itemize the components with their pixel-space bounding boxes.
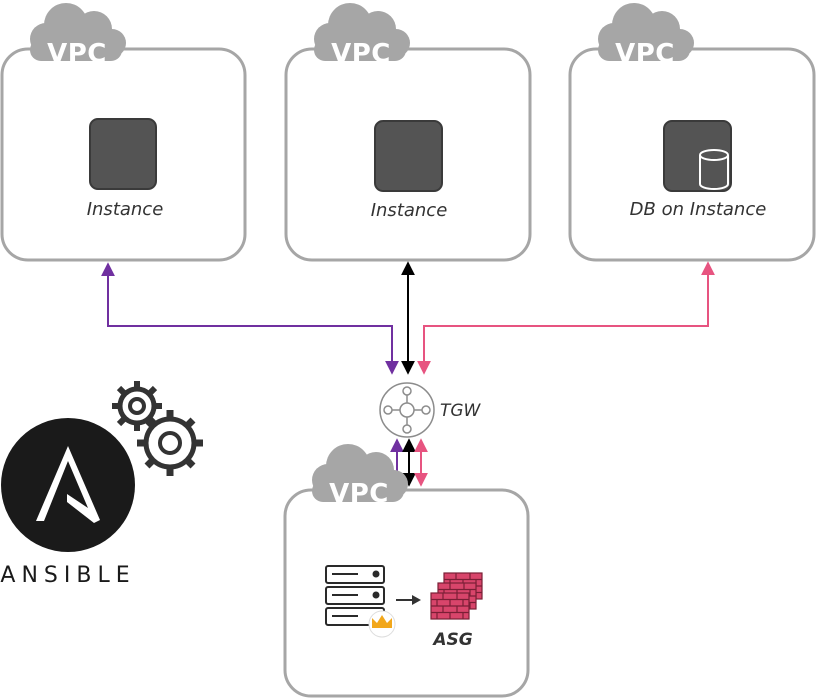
crown-icon	[368, 610, 396, 638]
vpc-center: VPC Instance	[284, 3, 532, 262]
vpc-bottom-label: VPC	[329, 479, 389, 509]
brick-wall-icon	[430, 572, 483, 620]
database-icon	[663, 120, 732, 192]
transit-gateway-icon	[379, 382, 435, 438]
instance-left-label: Instance	[87, 199, 164, 220]
vpc-left-label: VPC	[47, 39, 107, 69]
ec2-instance-icon	[374, 120, 443, 192]
link-pink	[417, 261, 715, 375]
ansible-wordmark: ANSIBLE	[0, 563, 135, 588]
vpc-right-label: VPC	[615, 39, 675, 69]
link-purple	[101, 262, 399, 375]
asg-label: ASG	[431, 630, 472, 650]
vpc-right: VPC DB on Instance	[568, 3, 816, 262]
server-stack-icon	[325, 565, 385, 626]
vpc-bottom-border	[283, 488, 530, 698]
ansible-logo	[1, 418, 135, 552]
gears-icon	[112, 381, 203, 476]
db-instance-label: DB on Instance	[630, 199, 767, 220]
tgw-label: TGW	[440, 401, 482, 421]
instance-center-label: Instance	[371, 200, 448, 221]
scale-arrow	[396, 595, 421, 605]
ec2-instance-icon	[89, 118, 157, 190]
vpc-center-label: VPC	[331, 39, 391, 69]
vpc-bottom: VPC	[283, 444, 530, 698]
vpc-left: VPC Instance	[0, 3, 247, 262]
